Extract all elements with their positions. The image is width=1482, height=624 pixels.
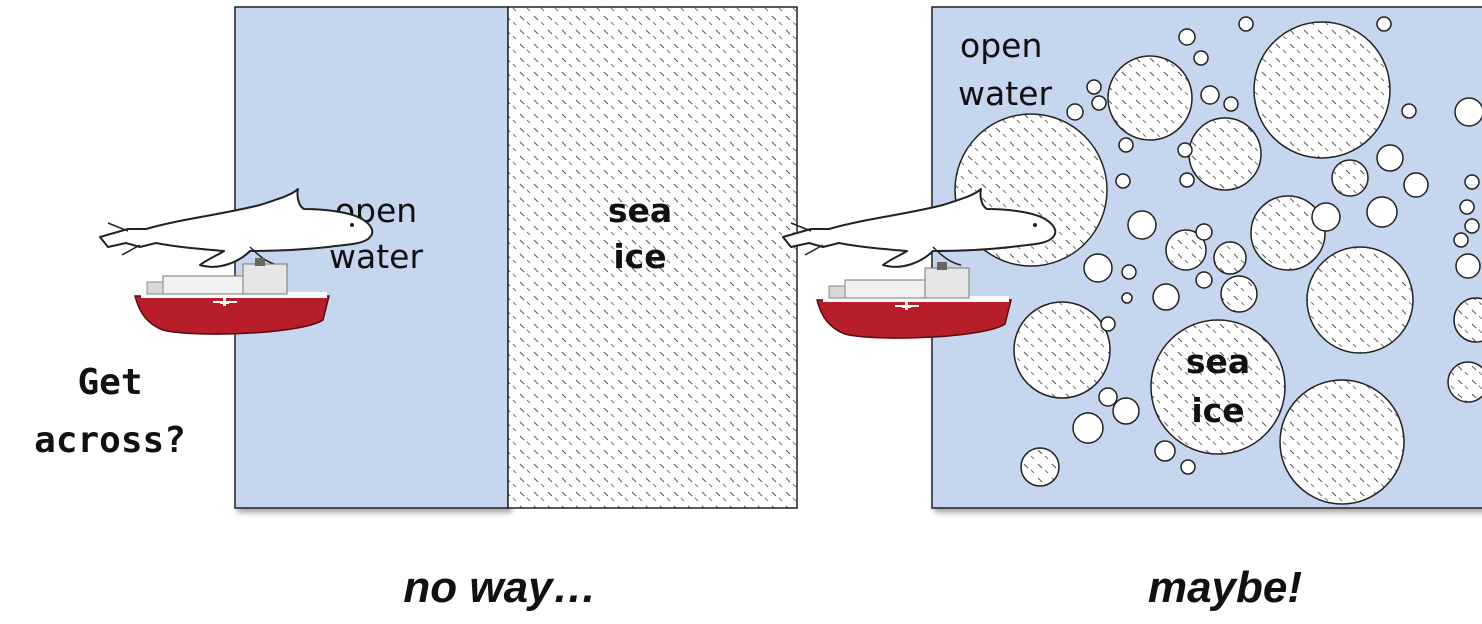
ice-floe bbox=[1448, 362, 1482, 402]
ice-floe bbox=[1014, 302, 1110, 398]
ice-floe bbox=[1178, 143, 1192, 157]
left-ice-label-line1: sea bbox=[608, 191, 672, 230]
question-line2: across? bbox=[34, 420, 186, 461]
ice-floe bbox=[1254, 22, 1390, 158]
ice-floe bbox=[1312, 203, 1340, 231]
ice-floe bbox=[1073, 413, 1103, 443]
ice-floe bbox=[1196, 272, 1212, 288]
ice-floe bbox=[1155, 441, 1175, 461]
ice-floe bbox=[1128, 211, 1156, 239]
ice-floe bbox=[1181, 460, 1195, 474]
ice-floe bbox=[1092, 96, 1106, 110]
ice-floe bbox=[1021, 448, 1059, 486]
ice-floe bbox=[1179, 29, 1195, 45]
ice-floe bbox=[1460, 200, 1474, 214]
ice-floe bbox=[1153, 284, 1179, 310]
ice-floe bbox=[1377, 17, 1391, 31]
ice-floe bbox=[1456, 254, 1480, 278]
ice-floe bbox=[1377, 145, 1403, 171]
ice-floe bbox=[1196, 224, 1212, 240]
right-water-label-line2: water bbox=[958, 74, 1052, 113]
ice-floe bbox=[1194, 51, 1208, 65]
ice-floe bbox=[1116, 174, 1130, 188]
ice-floe bbox=[1119, 138, 1133, 152]
ice-floe bbox=[1251, 196, 1325, 270]
ice-floe bbox=[1201, 86, 1219, 104]
ice-floe bbox=[1151, 320, 1285, 454]
ice-floe bbox=[1239, 17, 1253, 31]
ice-floe bbox=[1404, 173, 1428, 197]
ice-floe bbox=[1087, 80, 1101, 94]
left-panel: open water sea ice bbox=[235, 7, 797, 508]
ice-floe bbox=[1455, 98, 1482, 126]
ice-floe bbox=[1108, 56, 1192, 140]
ice-floe bbox=[1113, 398, 1139, 424]
ice-floe bbox=[1189, 118, 1261, 190]
right-water-label-line1: open bbox=[960, 26, 1042, 65]
right-ice-label-line2: ice bbox=[1191, 391, 1244, 430]
ice-floe bbox=[1101, 317, 1115, 331]
ice-floe bbox=[1402, 104, 1416, 118]
ice-floe bbox=[1224, 97, 1238, 111]
ice-floe bbox=[1214, 242, 1246, 274]
left-caption: no way… bbox=[403, 563, 596, 612]
question-line1: Get bbox=[77, 362, 142, 403]
ice-floe bbox=[1122, 265, 1136, 279]
ice-floe bbox=[1307, 247, 1413, 353]
ice-floe bbox=[1122, 293, 1132, 303]
ice-floe bbox=[1099, 388, 1117, 406]
ice-floe bbox=[1465, 219, 1479, 233]
ice-floe bbox=[1084, 254, 1112, 282]
right-caption: maybe! bbox=[1148, 563, 1302, 612]
ice-floe bbox=[1465, 175, 1479, 189]
left-ice-label-line2: ice bbox=[613, 237, 666, 276]
ice-floe bbox=[1332, 160, 1368, 196]
ice-floe bbox=[1221, 276, 1257, 312]
ice-floe bbox=[1454, 233, 1468, 247]
ice-floe bbox=[1280, 380, 1404, 504]
right-panel: open water sea ice bbox=[932, 7, 1482, 508]
ice-floe bbox=[1180, 173, 1194, 187]
ice-floe bbox=[1067, 104, 1083, 120]
ice-floe bbox=[1367, 197, 1397, 227]
right-ice-label-line1: sea bbox=[1186, 342, 1250, 381]
